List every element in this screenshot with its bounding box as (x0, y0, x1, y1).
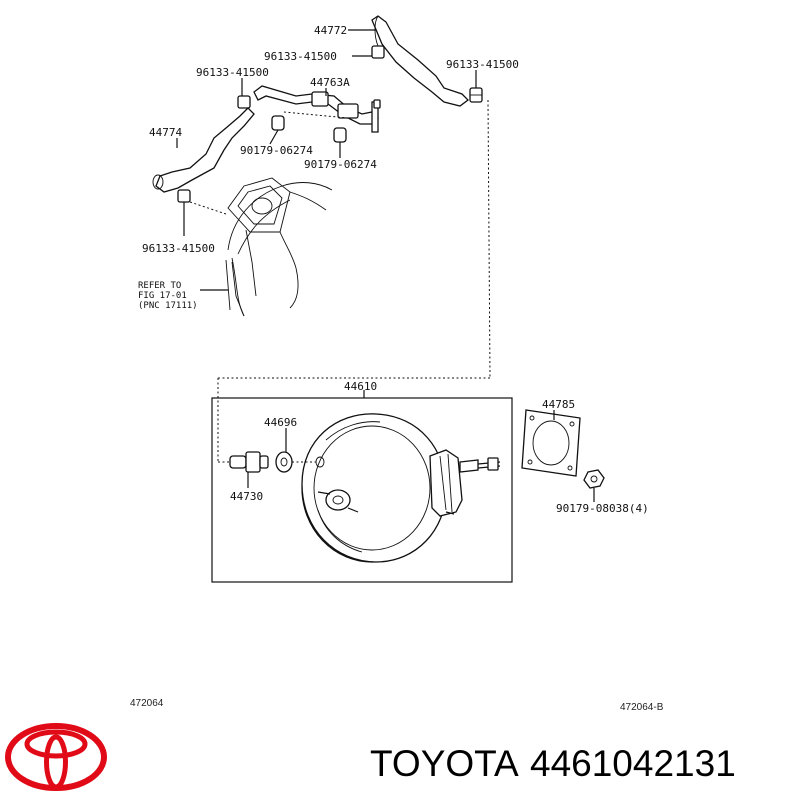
label-90179-b: 90179-06274 (304, 158, 377, 171)
dashed-guides-upper (189, 99, 491, 463)
grommet-90179-a (271, 115, 285, 131)
refer-line-1: REFER TO (138, 281, 181, 291)
grommet-44696 (275, 451, 293, 473)
label-44785: 44785 (542, 398, 575, 411)
label-96133-top: 96133-41500 (264, 50, 337, 63)
intake-manifold-outline (225, 177, 333, 317)
label-96133-bottom: 96133-41500 (142, 242, 215, 255)
label-44610: 44610 (344, 380, 377, 393)
clamp-96133-right (469, 87, 483, 103)
gasket-44785 (521, 409, 581, 477)
clamp-96133-left (237, 95, 251, 109)
refer-line-3: (PNC 17111) (138, 301, 198, 311)
part-labels: 44772 96133-41500 96133-41500 96133-4150… (138, 24, 649, 515)
check-valve-44730 (229, 451, 269, 473)
brand-name: TOYOTA (370, 743, 519, 784)
nut-90179-08038 (583, 469, 605, 489)
clamp-96133-bottom (177, 189, 191, 203)
label-44772: 44772 (314, 24, 347, 37)
vacuum-hose-44774 (152, 107, 255, 193)
ref-code-left: 472064 (130, 698, 164, 709)
label-90179-a: 90179-06274 (240, 144, 313, 157)
leader-lines-lower (247, 410, 595, 502)
label-96133-right: 96133-41500 (446, 58, 519, 71)
vacuum-hose-44772 (371, 15, 469, 107)
part-number: 4461042131 (530, 743, 736, 784)
label-44730: 44730 (230, 490, 263, 503)
leader-lines-upper (176, 29, 477, 291)
refer-line-2: FIG 17-01 (138, 291, 187, 301)
label-44774: 44774 (149, 126, 182, 139)
brake-booster-44610 (301, 413, 501, 563)
ref-code-right: 472064-B (620, 702, 664, 713)
label-44696: 44696 (264, 416, 297, 429)
check-valve-pipe-44763a (253, 85, 381, 133)
label-90179-08038: 90179-08038(4) (556, 502, 649, 515)
grommet-90179-b (333, 127, 347, 143)
label-96133-left: 96133-41500 (196, 66, 269, 79)
assembly-box-44610 (211, 397, 513, 583)
label-44763a: 44763A (310, 76, 350, 89)
toyota-logo-icon (5, 723, 107, 791)
